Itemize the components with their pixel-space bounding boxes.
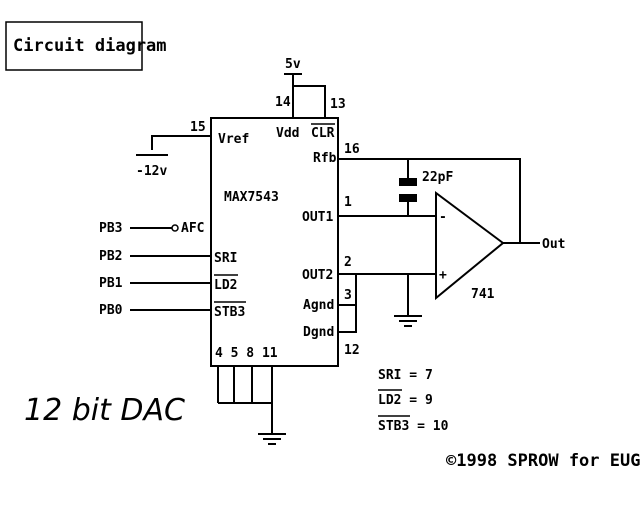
supply-5v-wire (284, 73, 326, 118)
capacitor-plate-bottom (399, 194, 417, 202)
port-pb1-label: PB1 (99, 276, 123, 291)
pin-1-number: 1 (344, 195, 352, 210)
pin-clr-label: CLR (311, 126, 335, 141)
opamp-741 (435, 191, 505, 301)
pin-agnd-label: Agnd (303, 298, 334, 313)
pin-out1-label: OUT1 (302, 210, 333, 225)
port-pb3-label: PB3 (99, 221, 122, 236)
output-label: Out (542, 237, 565, 252)
pin-13-number: 13 (330, 97, 346, 112)
pin-sri-label: SRI (214, 251, 237, 266)
pin-dgnd-label: Dgnd (303, 325, 334, 340)
opamp-plus: + (439, 268, 447, 283)
legend-ld2: LD2 = 9 (378, 393, 433, 408)
port-afc-label: AFC (181, 221, 204, 236)
supply-neg12v-label: -12v (136, 164, 167, 179)
bottom-pins-ground-wire (217, 366, 273, 434)
dac-subtitle: 12 bit DAC (24, 393, 185, 428)
pin-ld2-label: LD2 (214, 278, 237, 293)
port-pb0-label: PB0 (99, 303, 123, 318)
pin-3-number: 3 (344, 288, 352, 303)
capacitor-plate-top (399, 178, 417, 186)
pin-14-number: 14 (275, 95, 291, 110)
capacitor-label: 22pF (422, 170, 453, 185)
pin-2-number: 2 (344, 255, 352, 270)
chip-name: MAX7543 (224, 190, 279, 205)
pin-stb3-label: STB3 (214, 305, 245, 320)
pin-out2-label: OUT2 (302, 268, 333, 283)
opamp-minus: - (439, 210, 447, 225)
pin-16-number: 16 (344, 142, 360, 157)
legend-stb3: STB3 = 10 (378, 419, 449, 434)
supply-5v-label: 5v (285, 57, 301, 72)
vref-wire (151, 135, 211, 150)
port-pb2-label: PB2 (99, 249, 122, 264)
agnd-dgnd-tie (338, 304, 357, 333)
pin-rfb-label: Rfb (313, 151, 337, 166)
title-box (5, 21, 143, 71)
pin-vref-label: Vref (218, 132, 249, 147)
opamp-name: 741 (471, 287, 495, 302)
legend-sri: SRI = 7 (378, 368, 433, 383)
diagram-title: Circuit diagram (13, 36, 167, 56)
rfb-feedback-wire (338, 158, 521, 243)
pin-15-number: 15 (190, 120, 206, 135)
pin-bottom-numbers: 4 5 8 11 (215, 346, 278, 361)
pin-vdd-label: Vdd (276, 126, 299, 141)
max7543-chip (210, 117, 339, 367)
afc-connector-icon (171, 224, 179, 232)
pin-12-number: 12 (344, 343, 360, 358)
credit-text: ©1998 SPROW for EUG (446, 451, 640, 471)
